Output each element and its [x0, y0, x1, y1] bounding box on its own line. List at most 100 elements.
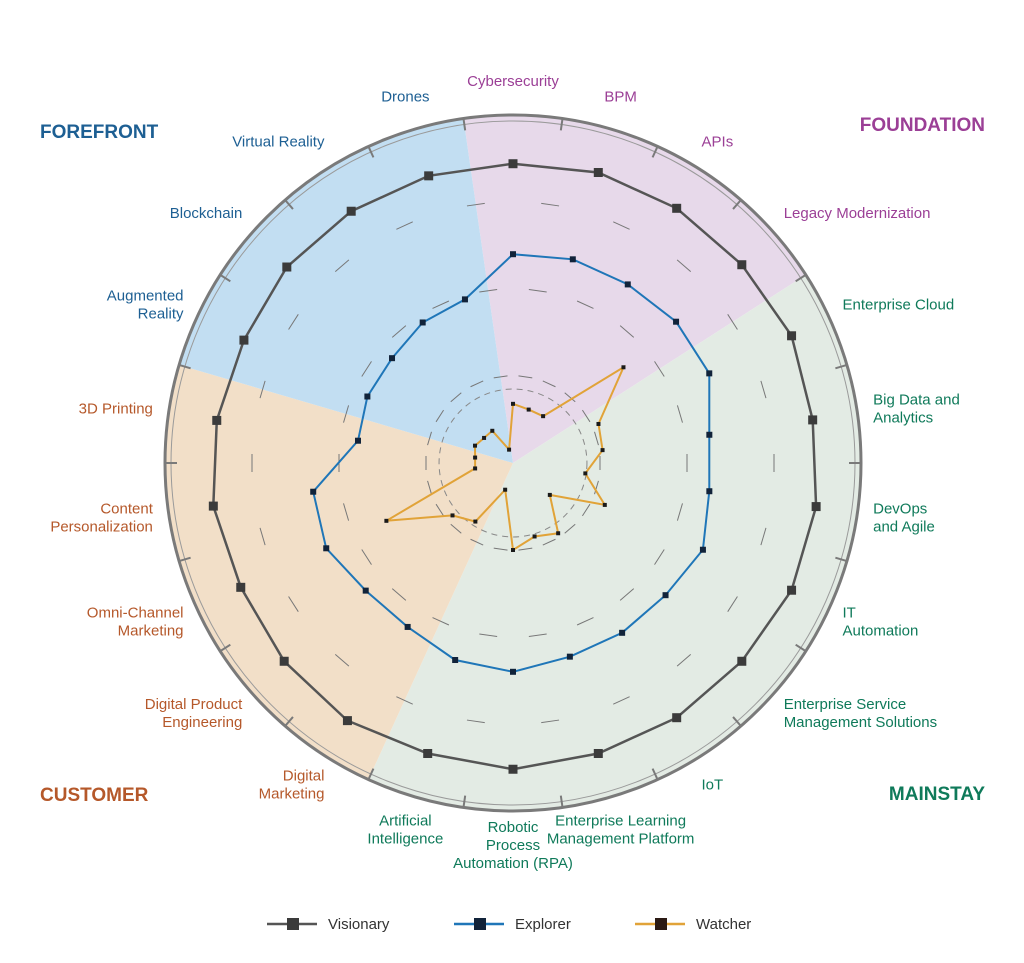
- data-point-visionary: [239, 335, 249, 345]
- category-label: Drones: [381, 88, 429, 105]
- sector-mainstay: [368, 274, 861, 811]
- data-point-visionary: [811, 502, 821, 512]
- data-point-watcher: [473, 519, 478, 524]
- category-label: Blockchain: [170, 205, 243, 222]
- group-sectors: [164, 115, 861, 811]
- data-point-explorer: [389, 355, 396, 362]
- data-point-watcher: [490, 428, 495, 433]
- category-label-line: Content: [100, 500, 153, 517]
- data-point-watcher: [602, 502, 607, 507]
- category-label-line: Omni-Channel: [87, 605, 184, 622]
- category-label-line: Enterprise Learning: [555, 813, 686, 830]
- ring-tick: [466, 719, 485, 724]
- data-point-visionary: [593, 168, 603, 178]
- category-label-line: IT: [842, 605, 855, 622]
- category-label-line: Marketing: [259, 785, 325, 802]
- ring-tick: [619, 325, 635, 338]
- data-point-visionary: [787, 331, 797, 341]
- category-label-line: Virtual Reality: [232, 134, 325, 151]
- ring-tick: [654, 549, 665, 565]
- ring-tick: [542, 538, 556, 546]
- ring-tick: [432, 617, 450, 626]
- ring-tick: [343, 503, 350, 521]
- group-label-mainstay: MAINSTAY: [889, 784, 985, 805]
- outer-tick: [367, 146, 375, 158]
- data-point-explorer: [461, 296, 468, 303]
- outer-tick: [651, 146, 659, 158]
- ring-tick: [479, 288, 498, 293]
- data-point-explorer: [673, 318, 680, 325]
- outer-tick: [835, 556, 848, 563]
- legend-label-visionary: Visionary: [328, 916, 390, 933]
- category-label-line: Cybersecurity: [467, 73, 559, 90]
- outer-tick: [559, 118, 564, 131]
- ring-tick: [391, 588, 407, 601]
- data-point-watcher: [556, 531, 561, 536]
- ring-tick: [493, 547, 508, 551]
- category-label-line: 3D Printing: [79, 401, 153, 418]
- data-point-explorer: [510, 668, 516, 675]
- data-point-visionary: [737, 656, 747, 666]
- ring-tick: [427, 480, 432, 495]
- ring-tick: [541, 202, 560, 207]
- data-point-watcher: [511, 548, 515, 552]
- category-label-line: Digital Product: [145, 696, 243, 713]
- ring-tick: [432, 300, 450, 309]
- ring-tick: [396, 221, 413, 230]
- category-label: Cybersecurity: [467, 73, 559, 90]
- outer-tick: [795, 643, 807, 652]
- data-point-visionary: [212, 415, 222, 425]
- category-label-line: Personalization: [50, 518, 153, 535]
- outer-tick: [367, 768, 375, 780]
- data-point-explorer: [706, 431, 713, 438]
- data-point-visionary: [279, 656, 289, 666]
- category-label-line: Enterprise Cloud: [842, 296, 954, 313]
- ring-tick: [259, 380, 266, 399]
- category-label-line: Artificial: [379, 813, 432, 830]
- outer-tick: [559, 795, 564, 808]
- category-label: Legacy Modernization: [784, 205, 931, 222]
- data-point-explorer: [706, 488, 713, 495]
- outer-tick: [284, 199, 294, 210]
- category-label-line: Management Platform: [547, 831, 695, 848]
- ring-tick: [396, 696, 413, 705]
- ring-tick: [528, 633, 547, 638]
- data-point-watcher: [600, 448, 605, 453]
- ring-tick: [466, 202, 485, 207]
- ring-tick: [676, 405, 683, 423]
- data-point-explorer: [362, 587, 369, 594]
- ring-tick: [334, 259, 350, 273]
- ring-tick: [361, 549, 372, 565]
- data-point-explorer: [624, 281, 631, 288]
- legend-label-watcher: Watcher: [696, 916, 751, 933]
- data-point-watcher: [596, 421, 601, 426]
- ring-tick: [542, 380, 556, 388]
- data-point-explorer: [310, 488, 317, 495]
- data-point-watcher: [384, 518, 389, 523]
- ring-tick: [582, 503, 591, 517]
- outer-tick: [462, 795, 467, 808]
- data-point-watcher: [482, 435, 487, 440]
- ring-tick: [564, 392, 576, 403]
- category-label-line: Marketing: [118, 623, 184, 640]
- outer-tick: [732, 716, 742, 727]
- ring-tick: [541, 719, 560, 724]
- data-point-watcher: [547, 492, 552, 497]
- ring-tick: [582, 409, 591, 423]
- ring-tick: [518, 375, 533, 379]
- data-point-watcher: [450, 513, 455, 518]
- category-label: 3D Printing: [79, 401, 153, 418]
- data-point-watcher: [541, 414, 546, 419]
- legend-marker-watcher: [655, 918, 667, 930]
- data-point-watcher: [507, 447, 512, 452]
